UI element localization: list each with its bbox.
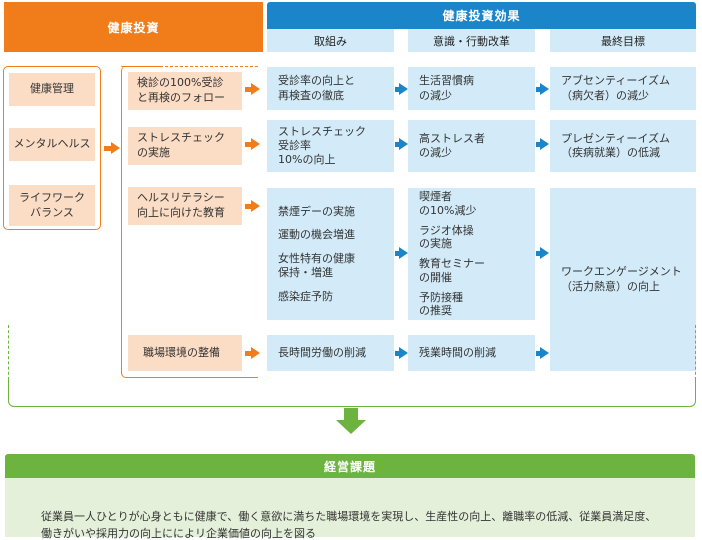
measures-frame-top-solid — [121, 66, 160, 67]
row1-blue-arrow-icon — [399, 83, 408, 95]
col-header-efforts: 取組み — [267, 29, 394, 52]
green-down-arrow-icon — [336, 420, 366, 434]
effort-checkup: 受診率の向上と 再検査の徹底 — [267, 67, 394, 110]
subheader-gap — [394, 29, 408, 52]
row3-goal-arrow-icon — [540, 247, 549, 259]
awareness-high-stress: 高ストレス者 の減少 — [408, 120, 535, 172]
row3-orange-arrow-stem — [245, 204, 251, 209]
effort-health-literacy: 禁煙デーの実施 運動の機会増進 女性特有の健康 保持・増進 感染症予防 — [267, 188, 394, 320]
col-header-goal-label: 最終目標 — [601, 34, 645, 48]
subheader-gap — [535, 29, 550, 52]
awareness-health-literacy: 喫煙者 の10%減少 ラジオ体操 の実施 教育セミナー の開催 予防接種 の推奨 — [408, 188, 535, 320]
awareness-workplace: 残業時間の削減 — [408, 335, 535, 371]
measure-label: 検診の100%受診 と再検のフォロー — [137, 76, 225, 104]
row3-goal-arrow-stem — [536, 251, 541, 256]
effort-item: 感染症予防 — [278, 289, 333, 303]
row3-orange-arrow-icon — [251, 200, 260, 212]
measure-workplace: 職場環境の整備 — [128, 335, 242, 371]
awareness-item: ラジオ体操 の実施 — [419, 223, 474, 251]
measure-stress-check: ストレスチェック の実施 — [128, 127, 242, 165]
awareness-label: 生活習慣病 の減少 — [419, 74, 474, 102]
effort-item: 運動の機会増進 — [278, 228, 355, 242]
investment-item-mental-health: メンタルヘルス — [9, 128, 95, 161]
management-issue-text: 従業員一人ひとりが心身ともに健康で、働く意欲に満ちた職場環境を実現し、生産性の向… — [41, 509, 657, 540]
awareness-label: 残業時間の削減 — [419, 345, 496, 359]
row4-goal-arrow-icon — [540, 347, 549, 359]
awareness-lifestyle: 生活習慣病 の減少 — [408, 67, 535, 110]
awareness-label: 高ストレス者 の減少 — [419, 131, 485, 159]
investment-arrow-stem — [104, 146, 111, 151]
row4-blue-arrow-stem — [395, 351, 400, 356]
goal-presenteeism: プレゼンティーイズム （疾病就業）の低減 — [550, 120, 696, 172]
goal-absenteeism: アブセンティーイズム （病欠者）の減少 — [550, 67, 696, 110]
row1-blue-arrow-stem — [395, 87, 400, 92]
investment-item-label: 健康管理 — [30, 82, 74, 96]
row2-blue-arrow-stem — [395, 142, 400, 147]
measures-frame — [121, 66, 258, 378]
investment-item-life-work-balance: ライフワーク バランス — [9, 185, 95, 226]
goal-work-engagement: ワークエンゲージメント （活力熱意）の向上 — [550, 188, 696, 371]
row4-orange-arrow-icon — [251, 347, 260, 359]
measure-checkup: 検診の100%受診 と再検のフォロー — [128, 72, 242, 110]
col-header-efforts-label: 取組み — [314, 34, 347, 48]
measure-health-literacy: ヘルスリテラシー 向上に向けた教育 — [128, 187, 242, 225]
investment-effect-header: 健康投資効果 — [267, 2, 696, 29]
effort-item: 禁煙デーの実施 — [278, 204, 355, 218]
green-down-arrow-stem — [344, 408, 358, 420]
measure-label: ストレスチェック の実施 — [137, 131, 225, 159]
effort-label: 受診率の向上と 再検査の徹底 — [278, 74, 355, 102]
effort-label: ストレスチェック 受診率 10%の向上 — [278, 124, 366, 167]
row1-orange-arrow-stem — [245, 87, 251, 92]
col-header-awareness-label: 意識・行動改革 — [433, 34, 510, 48]
effort-label: 長時間労働の削減 — [278, 345, 366, 359]
row2-goal-arrow-icon — [540, 138, 549, 150]
row4-blue-arrow-icon — [399, 347, 408, 359]
investment-effect-title: 健康投資効果 — [442, 9, 521, 23]
col-header-goal: 最終目標 — [550, 29, 696, 52]
green-bracket-left-dashed — [8, 325, 9, 380]
row3-blue-arrow-icon — [399, 247, 408, 259]
effort-stress-check: ストレスチェック 受診率 10%の向上 — [267, 120, 394, 172]
management-issue-header: 経営課題 — [5, 454, 695, 478]
measure-label: 職場環境の整備 — [143, 345, 220, 359]
goal-label: アブセンティーイズム （病欠者）の減少 — [561, 74, 671, 102]
effort-item: 女性特有の健康 保持・増進 — [278, 252, 355, 279]
col-header-awareness: 意識・行動改革 — [408, 29, 535, 52]
health-investment-title: 健康投資 — [107, 20, 160, 35]
management-issue-body: 従業員一人ひとりが心身ともに健康で、働く意欲に満ちた職場環境を実現し、生産性の向… — [5, 478, 695, 540]
measure-label: ヘルスリテラシー 向上に向けた教育 — [137, 191, 225, 219]
green-bracket-right-dashed — [695, 325, 696, 380]
row1-orange-arrow-icon — [251, 83, 260, 95]
effort-workplace: 長時間労働の削減 — [267, 335, 394, 371]
green-bracket — [8, 380, 696, 407]
row1-goal-arrow-icon — [540, 83, 549, 95]
row2-orange-arrow-stem — [245, 142, 251, 147]
investment-arrow-icon — [111, 142, 120, 154]
row2-goal-arrow-stem — [536, 142, 541, 147]
awareness-item: 予防接種 の推奨 — [419, 290, 463, 318]
row4-orange-arrow-stem — [245, 351, 251, 356]
goal-label: プレゼンティーイズム （疾病就業）の低減 — [561, 131, 671, 159]
row4-goal-arrow-stem — [536, 351, 541, 356]
investment-item-label: ライフワーク バランス — [19, 190, 85, 219]
row2-orange-arrow-icon — [251, 138, 260, 150]
awareness-item: 教育セミナー の開催 — [419, 257, 485, 284]
awareness-item: 喫煙者 の10%減少 — [419, 190, 477, 217]
investment-items-frame — [3, 66, 101, 230]
measures-frame-top-dashed — [160, 66, 258, 67]
management-issue-title: 経営課題 — [323, 459, 376, 474]
row1-goal-arrow-stem — [536, 87, 541, 92]
row2-blue-arrow-icon — [399, 138, 408, 150]
investment-item-label: メンタルヘルス — [13, 137, 91, 151]
investment-item-health-management: 健康管理 — [9, 73, 95, 106]
row3-blue-arrow-stem — [395, 251, 400, 256]
goal-label: ワークエンゲージメント （活力熱意）の向上 — [561, 265, 682, 293]
health-investment-header: 健康投資 — [4, 2, 263, 52]
